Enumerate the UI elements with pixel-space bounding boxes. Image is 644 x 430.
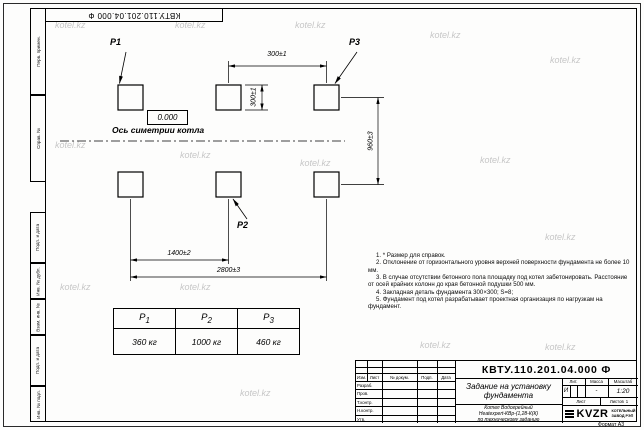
load-header-sub: 1	[145, 315, 150, 325]
top-doc-number-box: КВТУ.110.201.04.000 Ф	[45, 8, 223, 22]
note-2: 2. Отклонение от горизонтального уровня …	[368, 259, 630, 274]
load-value-p2: 1000 кг	[175, 328, 238, 355]
lit-label: Лит.	[569, 379, 578, 384]
point-label-p3: Р3	[349, 37, 361, 47]
load-header-base: Р	[263, 312, 270, 324]
product-name: Котел Водогрейный Heatexpert-КВр-(1,28-К…	[455, 404, 562, 423]
load-header-sub: 3	[269, 315, 274, 325]
notes-block: 1. * Размер для справок. 2. Отклонение о…	[368, 252, 632, 311]
dimension-lines	[130, 64, 380, 279]
product-line-2: Heatexpert-КВр-(1,28-К(К)	[478, 410, 539, 417]
row-utv: Утв.	[357, 416, 366, 422]
col-izm: Изм.	[356, 374, 367, 380]
sheet-outer-border	[3, 3, 641, 427]
col-docnum: № докум.	[390, 374, 409, 380]
foundation-pad	[215, 84, 242, 111]
load-header-p3: Р3	[237, 308, 300, 329]
row-tkontr: Т.контр.	[357, 399, 373, 405]
field-sprav-no: Справ. №	[30, 95, 46, 182]
field-podp-data-2: Подп. и дата	[30, 335, 46, 386]
sheets-value: 1	[625, 398, 629, 404]
leader-p2	[232, 198, 248, 220]
dim-text-2800: 2800±3	[216, 267, 241, 274]
load-header-base: Р	[201, 312, 208, 324]
mass-label: Масса	[590, 379, 603, 384]
load-table-header-row: Р1 Р2 Р3	[113, 308, 300, 329]
foundation-pad	[313, 171, 340, 198]
load-header-base: Р	[139, 312, 146, 324]
leader-p1	[119, 51, 127, 84]
col-data: Дата	[441, 374, 451, 380]
leader-lines	[119, 51, 358, 220]
level-mark-value: 0.000	[157, 113, 178, 122]
foundation-pads	[117, 84, 340, 198]
load-table: Р1 Р2 Р3 360 кг 1000 кг 460 кг	[113, 308, 300, 355]
load-value-p1: 360 кг	[113, 328, 176, 355]
dim-text-1400: 1400±2	[167, 250, 191, 257]
level-mark: 0.000	[147, 110, 188, 125]
field-inv-podl: Инв. № подл.	[30, 386, 46, 422]
col-list: Лист	[369, 374, 380, 380]
lit-value: И	[563, 388, 569, 394]
note-5: 5. Фундамент под котел разрабатывает про…	[368, 295, 603, 311]
load-header-p1: Р1	[113, 308, 176, 329]
dim-text-300v: 300±1	[250, 87, 258, 107]
note-3: 3. В случае отсутствии бетонного пола пл…	[368, 273, 628, 289]
logo-subtext: КОТЕЛЬНЫЙ ЗАВОД РЭП	[611, 409, 635, 418]
foundation-pad	[117, 171, 144, 198]
product-line-1: Котел Водогрейный	[484, 404, 533, 411]
foundation-pad	[117, 84, 144, 111]
field-perv-primen: Перв. примен.	[30, 8, 46, 95]
col-podp: Подп.	[421, 374, 433, 380]
mass-value: -	[595, 388, 598, 394]
logo-sub-line2: ЗАВОД РЭП	[611, 414, 634, 418]
scale-value: 1:20	[616, 387, 630, 395]
row-nkontr: Н.контр.	[357, 408, 374, 413]
sheet-label: Лист	[576, 398, 586, 404]
symmetry-axis-label: Ось симетрии котла	[112, 125, 205, 135]
doc-title: Задание на установку фундамента	[466, 381, 551, 400]
logo-text: KVZR	[576, 408, 609, 420]
foundation-pad	[313, 84, 340, 111]
load-header-p2: Р2	[175, 308, 238, 329]
field-podp-data-1: Подп. и дата	[30, 212, 46, 263]
product-line-3: по техническому заданию	[477, 416, 540, 423]
dim-text-960: 960±3	[367, 131, 375, 151]
leader-p3	[334, 51, 358, 84]
logo-sub-line1: КОТЕЛЬНЫЙ	[611, 409, 636, 414]
field-inv-dubl: Инв. № дубл.	[30, 263, 46, 299]
sheets-label: Листов	[609, 398, 624, 404]
foundation-pad	[215, 171, 242, 198]
doc-number: КВТУ.110.201.04.000 Ф	[481, 363, 612, 376]
title-block: Изм. Лист № докум. Подп. Дата Разраб. Пр…	[355, 360, 638, 423]
note-4: 4. Закладная деталь фундамента 300×300; …	[376, 288, 514, 296]
point-label-p1: Р1	[110, 37, 122, 47]
dim-text-300h: 300±1	[267, 51, 287, 58]
sheets-cell: Листов 1	[600, 397, 638, 405]
field-vzam-inv: Взам. инв. №	[30, 299, 46, 335]
point-label-p2: Р2	[237, 220, 249, 230]
row-prov: Пров.	[357, 391, 369, 396]
note-1: 1. * Размер для справок.	[376, 252, 446, 259]
load-table-value-row: 360 кг 1000 кг 460 кг	[113, 328, 300, 355]
format-label: Формат А3	[597, 422, 625, 428]
row-razrab: Разраб.	[357, 382, 373, 388]
load-value-p3: 460 кг	[237, 328, 300, 355]
load-header-sub: 2	[207, 315, 212, 325]
logo-bars-icon	[564, 410, 574, 418]
scale-label: Масштаб	[613, 379, 633, 384]
company-logo: KVZR КОТЕЛЬНЫЙ ЗАВОД РЭП	[562, 405, 638, 423]
